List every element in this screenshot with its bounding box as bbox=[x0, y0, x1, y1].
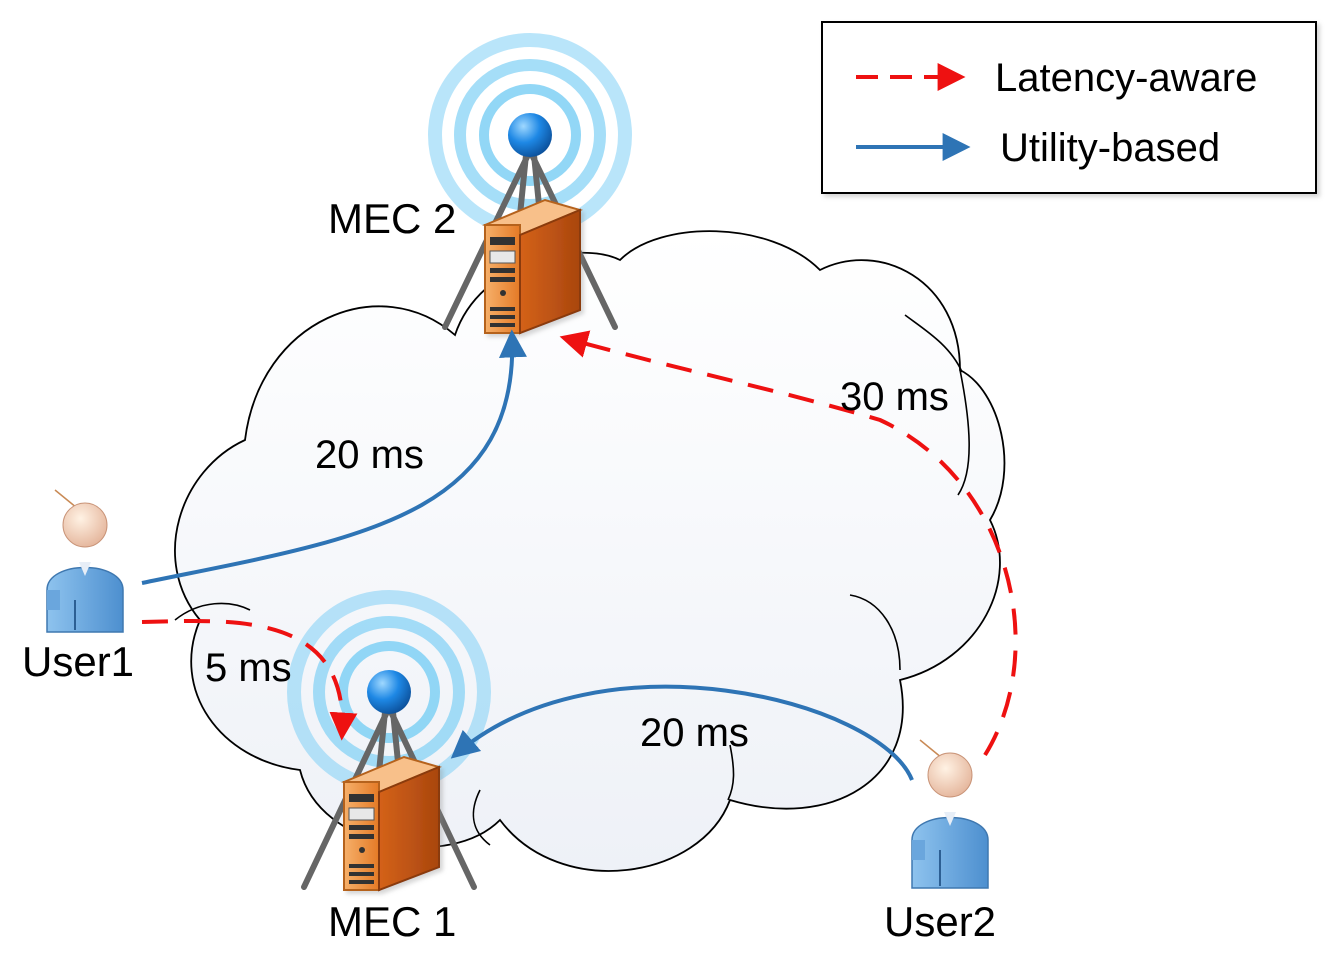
latency-label-user2-mec2: 30 ms bbox=[840, 375, 949, 419]
legend-label-utility-based: Utility-based bbox=[1000, 126, 1220, 170]
legend: Latency-aware Utility-based bbox=[821, 21, 1317, 194]
link-user1-mec1 bbox=[141, 619, 358, 741]
latency-label-user2-mec1: 20 ms bbox=[640, 711, 749, 755]
latency-label-user1-mec2: 20 ms bbox=[315, 433, 424, 477]
latency-label-user1-mec1: 5 ms bbox=[205, 646, 292, 690]
legend-label-latency-aware: Latency-aware bbox=[995, 56, 1257, 100]
mec1-tower-icon bbox=[287, 590, 491, 892]
user2-person-icon bbox=[911, 739, 989, 889]
link-user1-mec2 bbox=[141, 329, 527, 585]
server-icon bbox=[481, 198, 584, 335]
antenna-ball-icon bbox=[367, 670, 411, 714]
node-label-user1: User1 bbox=[22, 638, 134, 685]
node-label-mec1: MEC 1 bbox=[328, 898, 456, 945]
link-user2-mec1 bbox=[450, 684, 914, 781]
node-label-user2: User2 bbox=[884, 898, 996, 945]
node-label-mec2: MEC 2 bbox=[328, 195, 456, 242]
legend-item-utility-based: Utility-based bbox=[856, 126, 1220, 170]
server-icon bbox=[340, 755, 443, 892]
user1-person-icon bbox=[46, 489, 124, 633]
legend-item-latency-aware: Latency-aware bbox=[856, 56, 1257, 100]
antenna-ball-icon bbox=[508, 113, 552, 157]
link-user2-mec2 bbox=[559, 330, 1018, 757]
mec2-tower-icon bbox=[428, 33, 632, 335]
